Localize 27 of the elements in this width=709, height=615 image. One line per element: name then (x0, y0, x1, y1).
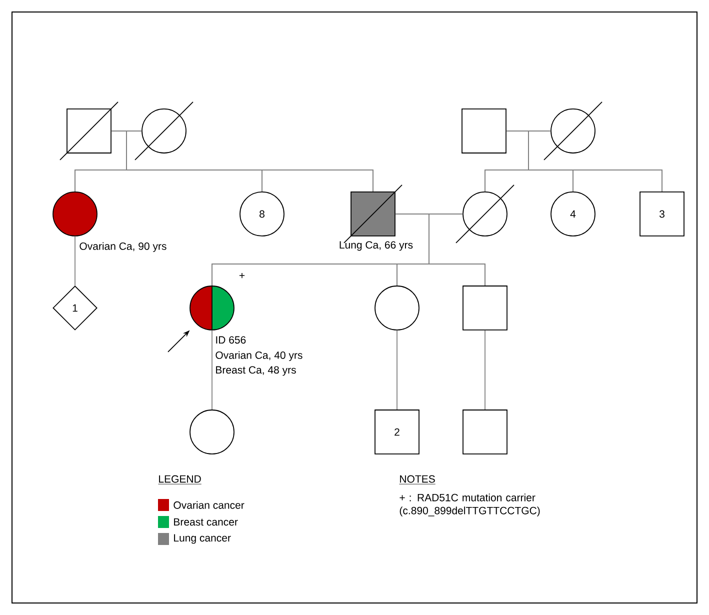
male-symbol (462, 286, 508, 330)
female-symbol (544, 102, 602, 160)
annotation-text: Breast Ca, 48 yrs (216, 366, 296, 376)
legend-heading: LEGEND (158, 475, 202, 484)
female-symbol (190, 410, 234, 454)
legend-label: Breast cancer (174, 518, 238, 526)
descent-line (74, 236, 76, 286)
notes-heading: NOTES (399, 475, 436, 484)
descent-line (484, 330, 486, 410)
annotation-text: Ovarian Ca, 40 yrs (216, 351, 302, 361)
male-symbol (60, 102, 118, 160)
female-symbol (374, 286, 420, 330)
male-symbol (462, 108, 506, 154)
female-symbol (456, 184, 514, 244)
descent-line (396, 330, 398, 410)
note-text: + : RAD51C mutation carrier (c.890_899delTTGTTCCTGC) (400, 494, 540, 516)
annotation-text: ID 656 (216, 336, 246, 344)
affected-female-symbol (190, 286, 234, 330)
annotation-text: Lung Ca, 66 yrs (340, 241, 413, 251)
female-symbol (134, 102, 194, 160)
legend-label: Ovarian cancer (174, 501, 244, 509)
carrier-mark: + (239, 272, 245, 278)
legend-label: Lung cancer (174, 534, 231, 544)
annotation-text: Ovarian Ca, 90 yrs (80, 242, 166, 252)
affected-female-symbol (52, 192, 98, 236)
male-symbol (462, 410, 508, 454)
descent-line (428, 214, 486, 286)
